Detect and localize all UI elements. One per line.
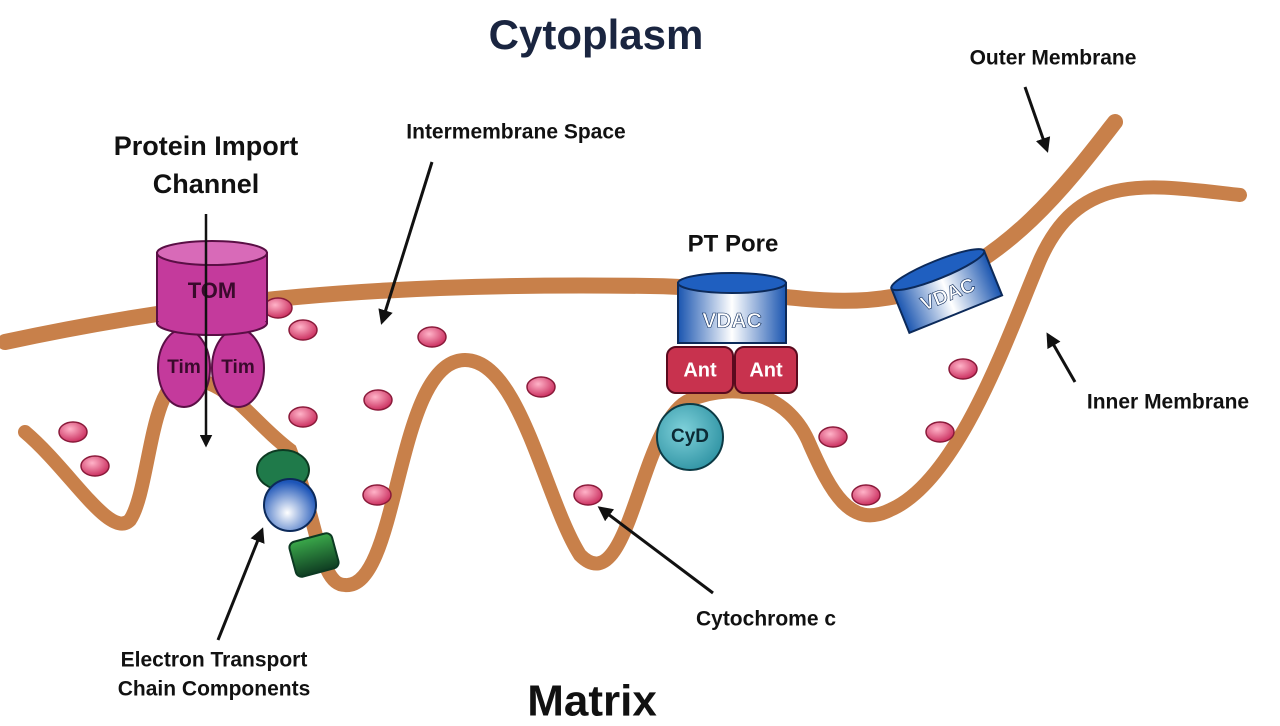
cytochrome-c-particle: [573, 484, 603, 506]
ant-right-label: Ant: [749, 359, 783, 381]
tim-left-label: Tim: [167, 357, 200, 378]
cytochrome-c-particle: [526, 376, 556, 398]
vdac-single-top: [890, 248, 986, 292]
intermembrane-arrow: [378, 161, 434, 325]
cytochrome-c-particle: [362, 484, 392, 506]
etc-label-1: Electron Transport: [121, 649, 308, 672]
cytochrome-c-particle: [288, 319, 318, 341]
cytochrome-c-particle: [925, 421, 955, 443]
etc-arrow: [216, 527, 265, 641]
cytochrome-c-particle: [58, 421, 88, 443]
pt-vdac-label: VDAC: [702, 310, 762, 333]
etc-components: [256, 449, 340, 578]
etc-ball: [263, 478, 317, 532]
ant-left-label: Ant: [683, 359, 717, 381]
protein-import-channel: Tim Tim TOM: [156, 214, 268, 448]
cytochrome-c-particle: [948, 358, 978, 380]
cytochrome-c-particles: [58, 297, 978, 506]
inner-membrane-arrow: [1046, 332, 1077, 383]
inner-membrane-label: Inner Membrane: [1087, 391, 1249, 414]
cytochrome-c-particle: [851, 484, 881, 506]
cytochrome-c-label: Cytochrome c: [696, 608, 836, 631]
intermembrane-space-label: Intermembrane Space: [406, 121, 625, 144]
protein-import-title-1: Protein Import: [114, 131, 299, 161]
vdac-single: VDAC: [890, 248, 1004, 335]
tom-cylinder-top: [156, 240, 268, 266]
ant-right: [734, 346, 798, 394]
protein-import-title-2: Channel: [153, 169, 260, 199]
cytochrome-arrow: [597, 506, 714, 595]
matrix-label: Matrix: [527, 677, 657, 726]
tim-right-label: Tim: [221, 357, 254, 378]
cytochrome-c-particle: [363, 389, 393, 411]
outer-membrane-label: Outer Membrane: [970, 47, 1137, 70]
pt-pore-title: PT Pore: [688, 230, 779, 257]
cytochrome-c-particle: [288, 406, 318, 428]
pt-vdac-top: [677, 272, 787, 294]
etc-label-2: Chain Components: [118, 678, 311, 701]
ant-left: [666, 346, 734, 394]
cytochrome-c-particle: [818, 426, 848, 448]
cyd-label: CyD: [671, 426, 709, 447]
pt-pore: VDAC Ant Ant CyD: [656, 272, 798, 471]
cytochrome-c-particle: [263, 297, 293, 319]
cytoplasm-label: Cytoplasm: [489, 11, 704, 58]
pointer-arrows: [216, 86, 1077, 641]
tom-label: TOM: [188, 278, 236, 303]
cyd-circle: [656, 403, 724, 471]
cytochrome-c-particle: [80, 455, 110, 477]
cytochrome-c-particle: [417, 326, 447, 348]
etc-green-subunit: [288, 532, 340, 578]
outer-membrane-arrow: [1023, 86, 1051, 153]
